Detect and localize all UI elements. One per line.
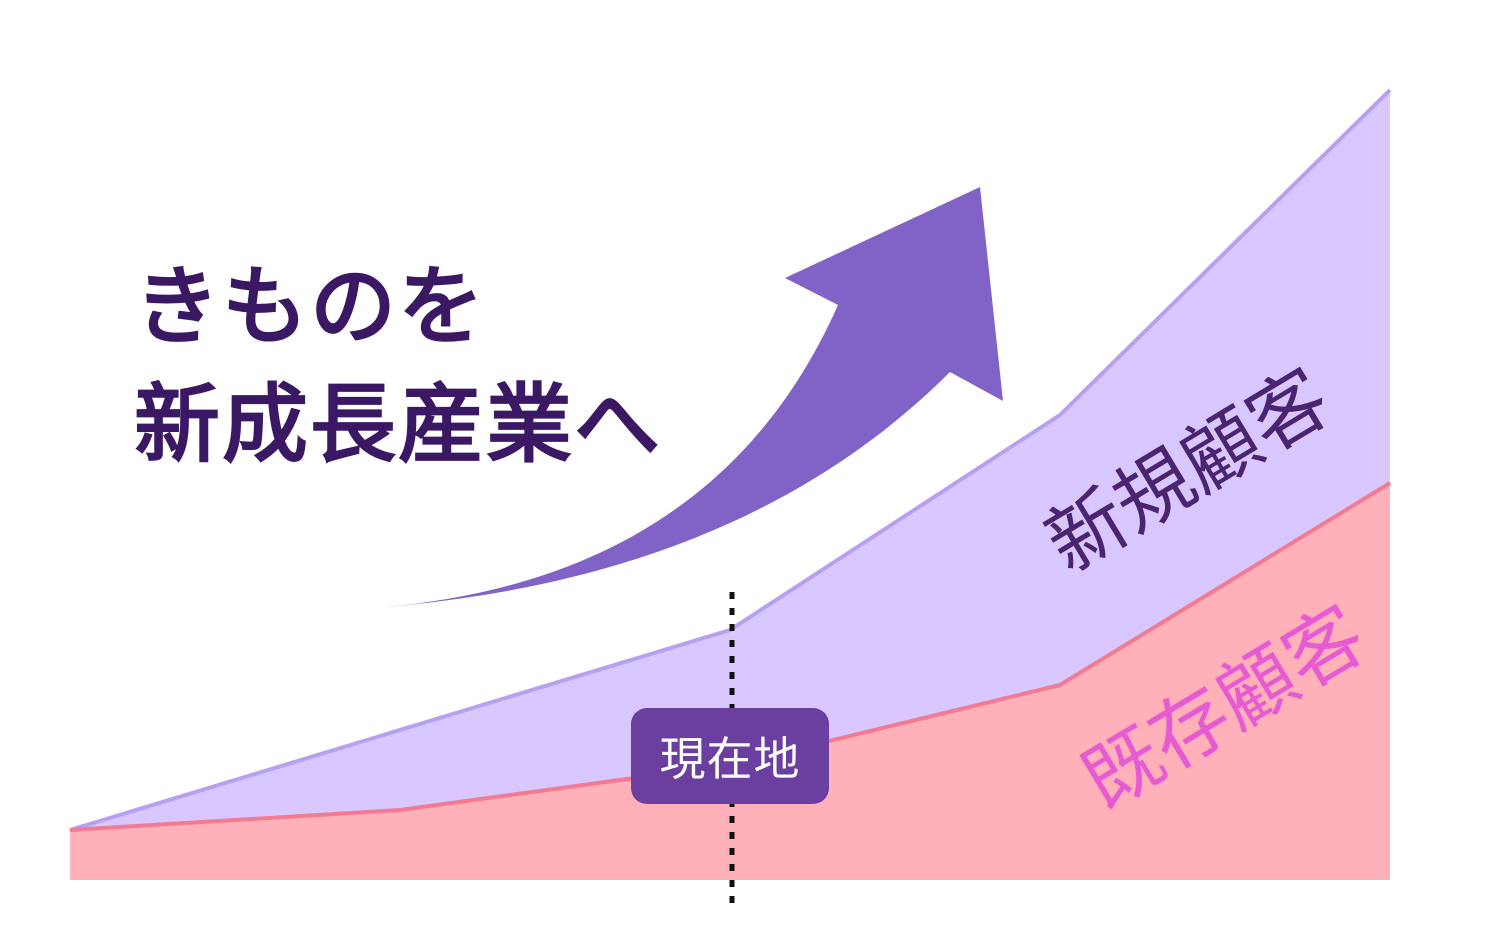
new-customers-area — [70, 90, 1390, 880]
curved-up-arrow-icon — [385, 187, 1003, 607]
headline-line-1: きものを — [134, 256, 486, 357]
new-customers-edge — [69, 88, 1392, 832]
headline-line-2: 新成長産業へ — [134, 374, 662, 475]
current-position-badge: 現在地 — [631, 708, 829, 804]
headline: きものを 新成長産業へ — [134, 248, 662, 484]
existing-customers-area — [70, 483, 1390, 880]
